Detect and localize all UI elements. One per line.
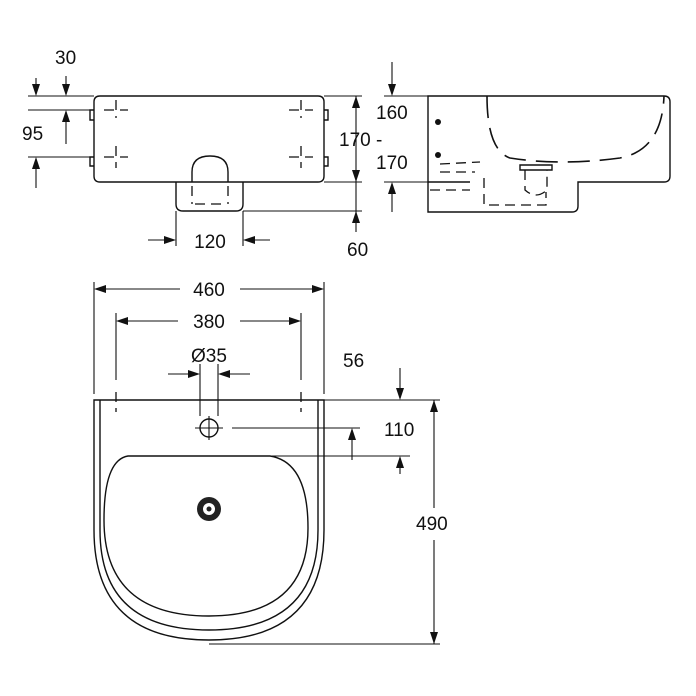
dim-overall-width-label: 460 bbox=[193, 280, 225, 301]
dim-tap-hole-diameter bbox=[168, 364, 250, 416]
side-view-outlet bbox=[519, 164, 553, 171]
mounting-hole-markers bbox=[104, 100, 313, 168]
dim-trap-depth bbox=[243, 182, 362, 232]
dim-tap-offsets bbox=[232, 368, 440, 474]
wall-fixing-dot-lower bbox=[435, 152, 441, 158]
dim-height-max-label: 170 bbox=[376, 153, 408, 174]
dim-top-offset-label: 30 bbox=[55, 48, 76, 69]
drain-outlet bbox=[197, 497, 221, 521]
front-view-outlet-arch bbox=[191, 155, 229, 182]
dim-trap-width bbox=[148, 211, 270, 246]
dim-tap-hole-diameter-label: Ø35 bbox=[191, 346, 227, 367]
dim-height-dash-label: 170 - bbox=[339, 130, 382, 151]
dim-left-vertical bbox=[28, 76, 94, 188]
top-view-rim bbox=[99, 400, 319, 631]
bowl-outline bbox=[103, 455, 309, 617]
side-view-bowl-hidden bbox=[486, 95, 665, 163]
wall-fixing-dot-upper bbox=[435, 119, 441, 125]
dim-height-min-label: 160 bbox=[376, 103, 408, 124]
dim-hole-width-label: 380 bbox=[193, 312, 225, 333]
dim-tap-hole-offset-label: 56 bbox=[343, 351, 364, 372]
dim-trap-width-label: 120 bbox=[194, 232, 226, 253]
top-view-outline bbox=[93, 399, 325, 641]
dim-overall-depth bbox=[209, 400, 440, 645]
dim-tap-to-bowl-label: 110 bbox=[384, 420, 414, 441]
dim-trap-depth-label: 60 bbox=[347, 240, 368, 261]
front-view-outlet-hidden bbox=[191, 186, 229, 205]
dim-overall-width bbox=[93, 282, 325, 394]
dim-overall-depth-label: 490 bbox=[416, 514, 448, 535]
side-view bbox=[384, 62, 671, 213]
top-view: 460 380 Ø35 56 110 bbox=[93, 280, 448, 645]
front-view-body bbox=[93, 95, 325, 183]
dim-hole-spacing-label: 95 bbox=[22, 124, 43, 145]
front-view: 30 95 60 120 bbox=[22, 48, 368, 261]
front-view-trap bbox=[175, 182, 244, 212]
dim-side-height bbox=[384, 62, 428, 212]
dim-hole-width bbox=[115, 313, 302, 380]
side-tabs bbox=[89, 109, 329, 121]
tap-hole bbox=[195, 416, 223, 440]
side-view-body bbox=[427, 95, 671, 213]
